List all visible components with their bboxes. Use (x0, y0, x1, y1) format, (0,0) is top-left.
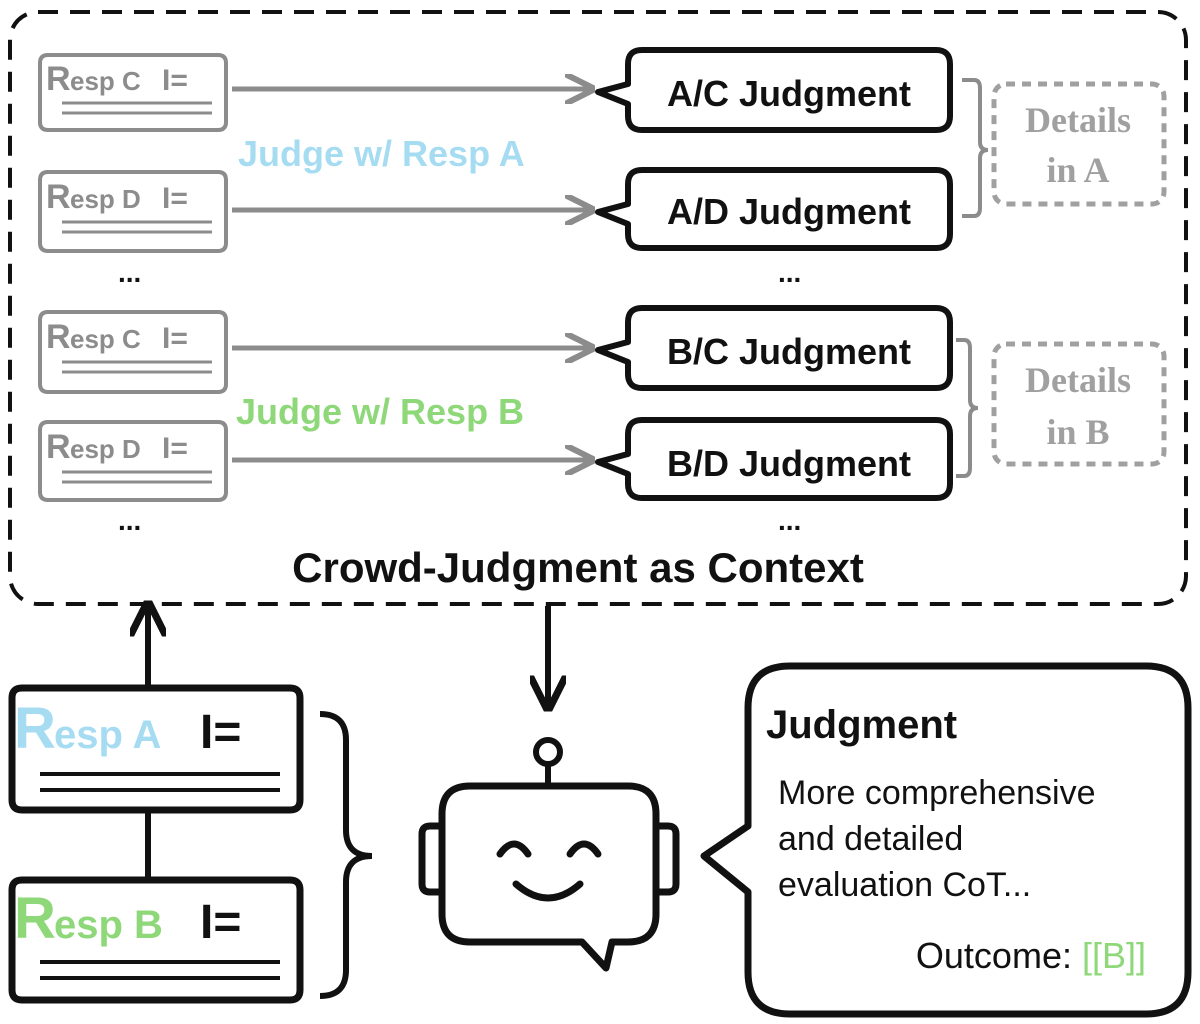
judgment-ellipsis: ... (778, 505, 801, 536)
crowd-judgment-container (8, 10, 1188, 606)
response-ellipsis: ... (118, 257, 141, 288)
resp-d-label: esp D (70, 184, 141, 214)
resp-c-cap: R (46, 60, 71, 98)
resp-a-cap: R (14, 696, 56, 761)
details-in-a-line1: Details (1025, 100, 1131, 140)
resp-d-document-icon: R esp D I= (38, 420, 228, 502)
response-ellipsis: ... (118, 505, 141, 536)
judgment-body-line-1: More comprehensive (778, 774, 1095, 812)
details-in-b-line2: in B (1046, 412, 1109, 452)
resp-d-cap: R (46, 178, 71, 216)
ac-judgment-bubble: A/C Judgment (595, 47, 953, 133)
crowd-judgment-title: Crowd-Judgment as Context (292, 544, 864, 591)
outcome-value: [[B]] (1082, 935, 1146, 976)
ad-judgment-bubble: A/D Judgment (595, 167, 953, 251)
details-in-a-box (991, 81, 1167, 207)
ac-judgment-label: A/C Judgment (667, 73, 911, 114)
judgment-body-line-3: evaluation CoT... (778, 866, 1031, 904)
bc-judgment-bubble: B/C Judgment (595, 305, 953, 391)
details-in-a-line2: in A (1046, 150, 1109, 190)
judgment-ellipsis: ... (778, 257, 801, 288)
ad-judgment-label: A/D Judgment (667, 191, 911, 232)
details-in-b-line1: Details (1025, 360, 1131, 400)
outcome-text: Outcome: [[B]] (916, 935, 1146, 976)
resp-c-label: esp C (70, 324, 141, 354)
resp-a-label: esp A (54, 713, 161, 757)
resp-a-document-icon: R esp A I= (8, 684, 304, 814)
cursor-icon: I= (200, 896, 241, 949)
bd-judgment-label: B/D Judgment (667, 443, 911, 484)
resp-d-document-icon: R esp D I= (38, 170, 228, 253)
input-brace (319, 711, 373, 999)
bracket-a (962, 78, 989, 218)
cursor-icon: I= (162, 322, 188, 355)
resp-b-label: esp B (54, 903, 163, 947)
resp-b-document-icon: R esp B I= (8, 876, 304, 1004)
cursor-icon: I= (162, 64, 188, 97)
resp-b-cap: R (14, 886, 56, 951)
judgment-heading: Judgment (766, 703, 957, 747)
resp-c-document-icon: R esp C I= (38, 53, 228, 132)
group-b: R esp C I= R esp D I= ... Judge w/ Resp … (38, 305, 1167, 536)
robot-icon (418, 737, 680, 972)
resp-c-document-icon: R esp C I= (38, 310, 228, 394)
final-judgment-bubble: Judgment More comprehensive and detailed… (700, 662, 1192, 1018)
outcome-label: Outcome: (916, 935, 1082, 976)
resp-d-label: esp D (70, 434, 141, 464)
resp-c-cap: R (46, 318, 71, 356)
bd-judgment-bubble: B/D Judgment (595, 417, 953, 501)
cursor-icon: I= (162, 432, 188, 465)
resp-c-label: esp C (70, 66, 141, 96)
bracket-b (956, 338, 979, 478)
judgment-body-line-2: and detailed (778, 820, 963, 858)
group-a: R esp C I= R esp D I= ... Judge w/ Resp … (38, 47, 1167, 288)
cursor-icon: I= (162, 182, 188, 215)
cursor-icon: I= (200, 706, 241, 759)
details-in-b-box (991, 341, 1167, 467)
judge-with-resp-b-label: Judge w/ Resp B (236, 391, 524, 432)
bc-judgment-label: B/C Judgment (667, 331, 911, 372)
judge-with-resp-a-label: Judge w/ Resp A (238, 133, 525, 174)
resp-d-cap: R (46, 428, 71, 466)
